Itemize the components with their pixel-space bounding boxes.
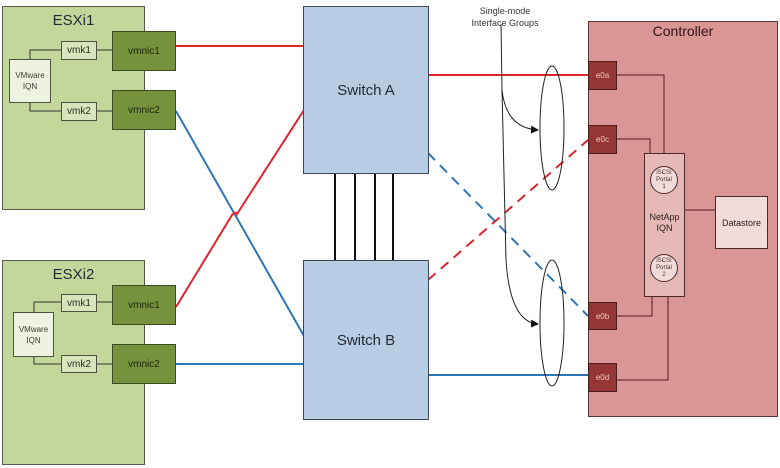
port-e0b: e0b bbox=[588, 302, 617, 330]
switch-a: Switch A bbox=[303, 6, 429, 174]
portal-text: iSCSI bbox=[656, 169, 672, 176]
cable-switch-b-e0c-dashed bbox=[427, 139, 589, 281]
port-e0a: e0a bbox=[588, 61, 617, 90]
switch-b: Switch B bbox=[303, 260, 429, 420]
interswitch-links bbox=[334, 173, 394, 261]
cable-switch-a-e0b-dashed bbox=[427, 152, 589, 317]
vmware-label-line1: VMware bbox=[18, 324, 49, 334]
esxi1-vmk1: vmk1 bbox=[61, 41, 97, 60]
controller-title: Controller bbox=[652, 23, 714, 39]
iqn-label-line1: NetApp bbox=[649, 212, 680, 222]
vmware-label-line2: IQN bbox=[22, 82, 38, 91]
port-e0c: e0c bbox=[588, 125, 617, 154]
vmware-label-line1: VMware bbox=[15, 71, 45, 80]
esxi2-title: ESXi2 bbox=[52, 266, 95, 283]
esxi2-vmnic2: vmnic2 bbox=[112, 344, 176, 384]
vmware-label-line2: IQN bbox=[26, 335, 41, 345]
interface-groups-annotation: Single-mode Interface Groups bbox=[450, 5, 560, 29]
portal-text: Portal bbox=[656, 176, 672, 183]
cable-esxi2-vmnic1-switch-a bbox=[175, 109, 305, 308]
portal-text: Portal bbox=[656, 264, 672, 271]
annotation-line-2: Interface Groups bbox=[471, 18, 539, 28]
annotation-arrow-2 bbox=[501, 89, 539, 328]
cable-esxi1-vmnic2-switch-b bbox=[175, 110, 305, 337]
netapp-iqn-label: NetApp IQN bbox=[645, 212, 684, 234]
esxi1-vmnic1: vmnic1 bbox=[112, 31, 176, 71]
iqn-label-line2: IQN bbox=[656, 223, 673, 233]
portal-text: 1 bbox=[662, 183, 666, 190]
esxi1-vmk2: vmk2 bbox=[61, 102, 97, 121]
interface-group-ellipse-1 bbox=[539, 65, 565, 191]
interface-group-ellipse-2 bbox=[539, 259, 565, 387]
portal-text: 2 bbox=[662, 271, 666, 278]
annotation-line-1: Single-mode bbox=[479, 6, 531, 16]
esxi1-title: ESXi1 bbox=[52, 12, 95, 29]
datastore: Datastore bbox=[715, 196, 768, 249]
port-e0d: e0d bbox=[588, 363, 617, 392]
esxi2-vmk2: vmk2 bbox=[61, 355, 97, 373]
esxi1-vmnic2: vmnic2 bbox=[112, 90, 176, 130]
esxi2-vmnic1: vmnic1 bbox=[112, 285, 176, 325]
esxi2-vmk1: vmk1 bbox=[61, 294, 97, 312]
portal-text: iSCSI bbox=[656, 257, 672, 264]
